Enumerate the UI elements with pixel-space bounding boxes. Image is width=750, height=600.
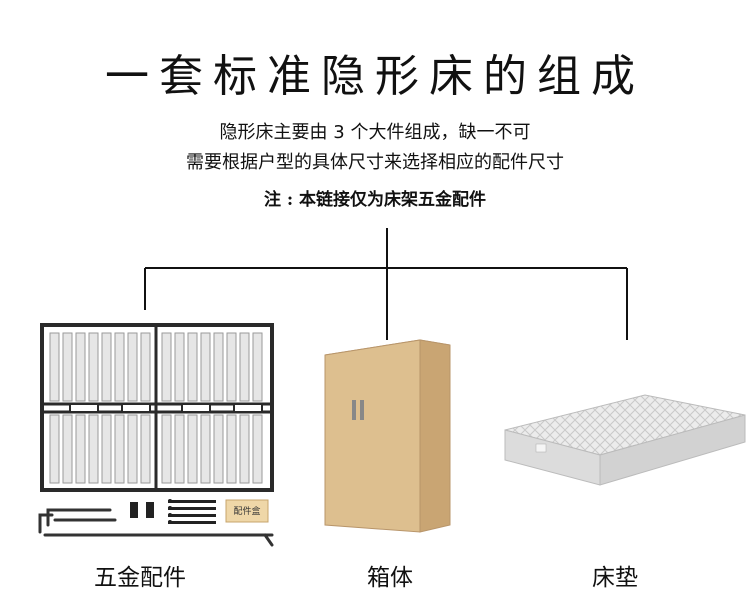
label-hardware: 五金配件: [94, 565, 186, 591]
label-mattress: 床垫: [592, 565, 638, 591]
hardware-parts: [38, 499, 274, 547]
page-title: 一套标准隐形床的组成: [105, 51, 645, 102]
description-line-1: 隐形床主要由 3 个大件组成，缺一不可: [219, 122, 531, 143]
hardware-box-label: 配件盒: [233, 507, 261, 517]
mattress: [504, 394, 746, 486]
hardware-box: [225, 499, 269, 523]
wooden-cabinet: [324, 339, 451, 533]
description-line-2: 需要根据户型的具体尺寸来选择相应的配件尺寸: [186, 152, 564, 173]
label-cabinet: 箱体: [367, 565, 413, 591]
bed-frame: [40, 323, 274, 492]
note-text: 注 : 本链接仅为床架五金配件: [263, 190, 487, 210]
